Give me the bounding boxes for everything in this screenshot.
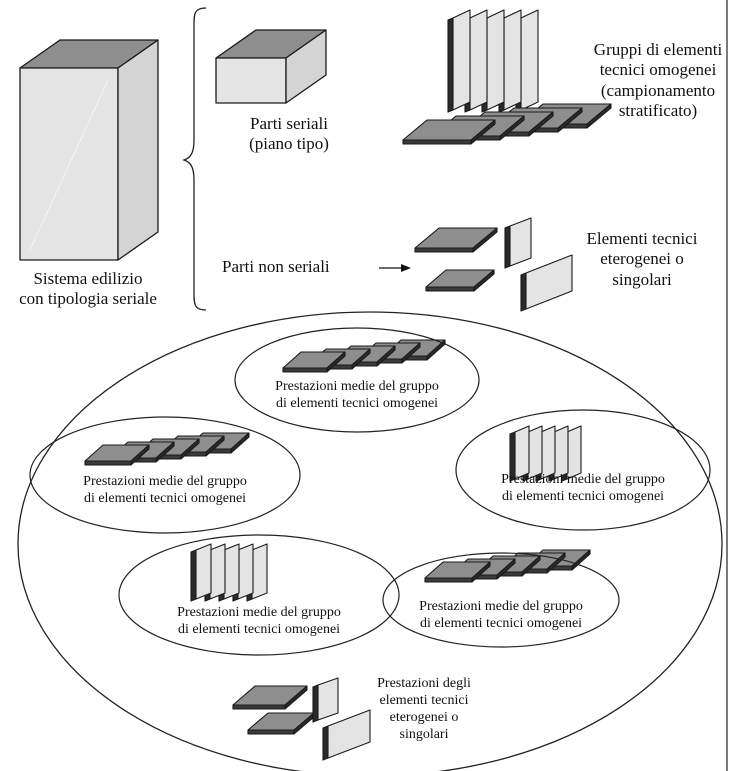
- hetero-panels-top: [414, 217, 573, 312]
- vertical-panel-face: [503, 9, 522, 111]
- flat-panel-side: [130, 444, 150, 466]
- vertical-panel-face: [223, 543, 240, 600]
- vertical-panel-face: [251, 543, 268, 600]
- vertical-panels-group-ellipse-right: [509, 425, 582, 482]
- group-performance-label-middle-left: Prestazioni medie del gruppo di elementi…: [177, 605, 341, 638]
- hetero-label: Elementi tecnici eterogenei o singolari: [586, 229, 698, 289]
- group-performance-label-left: Prestazioni medie del gruppo di elementi…: [83, 474, 247, 507]
- vertical-panel-side: [447, 17, 454, 113]
- flat-panel-side: [351, 348, 371, 370]
- vertical-panel-side: [190, 549, 197, 602]
- groups-label: Gruppi di elementi tecnici omogenei (cam…: [593, 40, 723, 121]
- flat-panel-side: [471, 561, 491, 583]
- flat-panel-side: [326, 351, 346, 373]
- flat-panel-edge: [402, 139, 472, 145]
- vertical-panel-face: [486, 9, 505, 111]
- flat-panel-edge: [282, 367, 328, 373]
- vertical-panel-face: [469, 9, 488, 111]
- performance-ellipse-left: [29, 416, 301, 534]
- flat-panel-side: [470, 119, 496, 145]
- vertical-panel-face: [317, 677, 339, 721]
- flat-panel-edge: [425, 286, 475, 292]
- vertical-panel-face: [327, 709, 371, 759]
- performance-ellipse-right: [455, 409, 711, 531]
- flat-panels-group-ellipse-left: [84, 432, 250, 466]
- performance-ellipse-middle-right: [382, 552, 620, 648]
- vertical-panel-face: [452, 9, 471, 111]
- flat-panel-side: [571, 549, 591, 571]
- vertical-panels-group-ellipse-middle-left: [190, 543, 268, 602]
- vertical-panel-side: [520, 272, 527, 312]
- flat-panel-side: [521, 555, 541, 577]
- hetero-panels-bottom: [232, 677, 371, 761]
- vertical-panel-face: [520, 9, 539, 111]
- flat-panel-side: [284, 685, 308, 710]
- vertical-panel-face: [237, 543, 254, 600]
- vertical-panel-face: [195, 543, 212, 600]
- group-performance-label-right: Prestazioni medie del gruppo di elementi…: [501, 472, 665, 505]
- vertical-panel-face: [509, 217, 532, 267]
- panels-layer: [84, 9, 612, 761]
- hetero-performance-label: Prestazioni degli elementi tecnici etero…: [377, 676, 471, 743]
- flat-panel-edge: [232, 704, 286, 710]
- serial-floor-block: [215, 29, 327, 104]
- flat-panels-group-ellipse-middle-right: [424, 549, 591, 583]
- group-performance-label-middle-right: Prestazioni medie del gruppo di elementi…: [419, 599, 583, 632]
- vertical-panels-group-top: [447, 9, 539, 113]
- performance-ellipse-outer: [17, 311, 723, 771]
- performance-ellipse-top: [234, 327, 480, 433]
- flat-panel-side: [499, 115, 525, 141]
- vertical-panel-side: [312, 684, 319, 723]
- flat-panels-group-top: [402, 103, 612, 145]
- vertical-panel-face: [514, 425, 530, 480]
- serial-parts-label: Parti seriali (piano tipo): [249, 114, 329, 154]
- flat-panel-side: [586, 103, 612, 129]
- flat-panels-group-ellipse-top: [282, 339, 446, 373]
- flat-panel-side: [557, 107, 583, 133]
- non-serial-label: Parti non seriali: [222, 257, 330, 276]
- flat-panel-edge: [414, 247, 474, 253]
- flat-panel-side: [472, 227, 498, 253]
- flat-panel-side: [376, 345, 396, 367]
- building-block: [19, 39, 159, 261]
- vertical-panel-side: [322, 725, 329, 761]
- curly-brace: [181, 7, 207, 311]
- arrow-icon: [379, 264, 411, 272]
- vertical-panel-side: [504, 225, 511, 269]
- flat-panel-side: [205, 435, 225, 457]
- flat-panel-side: [496, 558, 516, 580]
- group-performance-label-top: Prestazioni medie del gruppo di elementi…: [275, 379, 439, 412]
- vertical-panel-face: [525, 254, 573, 310]
- flat-panel-edge: [424, 577, 473, 583]
- flat-panel-edge: [84, 460, 132, 466]
- flat-panel-side: [473, 269, 495, 292]
- flat-panel-side: [528, 111, 554, 137]
- flat-panel-side: [401, 342, 421, 364]
- performance-ellipse-middle-left: [118, 534, 400, 656]
- vertical-panel-face: [209, 543, 226, 600]
- flat-panel-side: [230, 432, 250, 454]
- building-label: Sistema edilizio con tipologia seriale: [19, 269, 157, 309]
- flat-panel-edge: [247, 729, 295, 735]
- flat-panel-side: [155, 441, 175, 463]
- flat-panel-side: [180, 438, 200, 460]
